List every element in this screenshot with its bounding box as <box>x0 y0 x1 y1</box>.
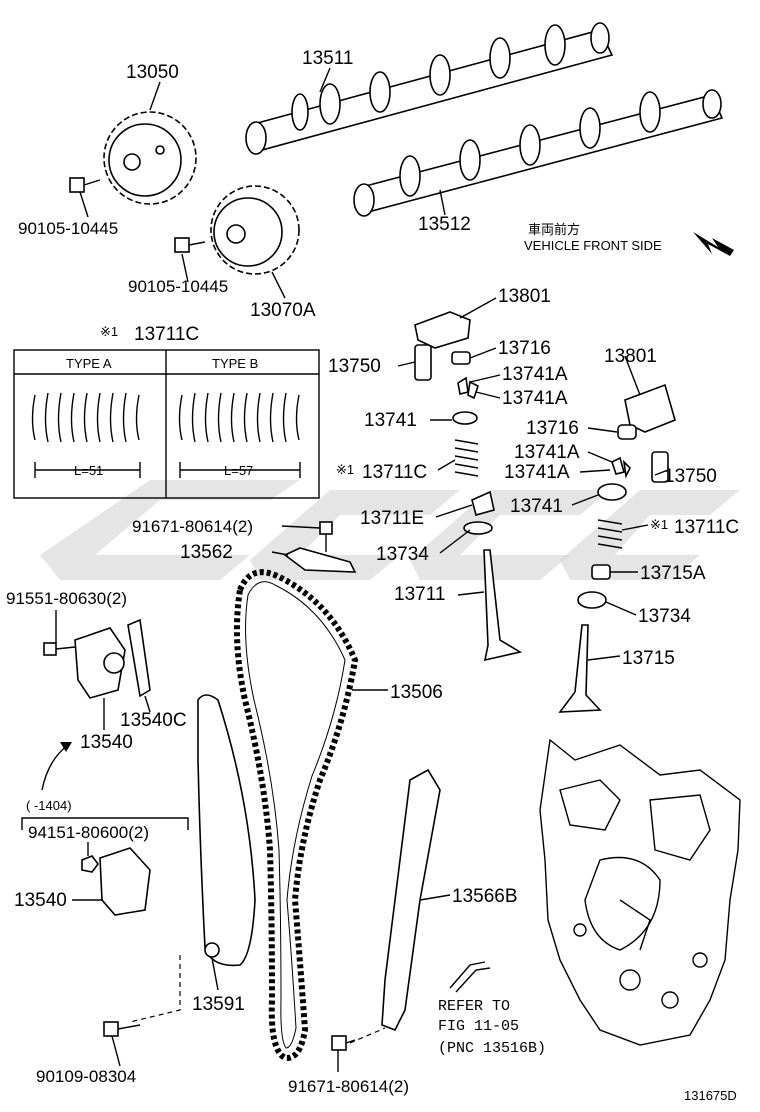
cam-timing-gear-13050 <box>103 111 197 205</box>
valve-keeper-13741a-right <box>611 456 631 479</box>
valve-spring-13711c-left <box>454 439 479 477</box>
lash-adjuster-13750-left <box>414 344 432 381</box>
front-direction-arrow-icon <box>693 232 734 256</box>
label-13750-right: 13750 <box>664 466 717 487</box>
camshaft-13512 <box>353 89 724 217</box>
note-mark-top: ※1 <box>100 324 118 339</box>
bolt-91671-bottom <box>331 1035 356 1051</box>
label-13741a-3: 13741A <box>514 442 580 463</box>
label-13540-lower: 13540 <box>14 890 67 911</box>
note-mark-right: ※1 <box>650 517 668 532</box>
cam-timing-gear-13070a <box>210 185 300 275</box>
label-vehicle-front-en: VEHICLE FRONT SIDE <box>524 238 662 253</box>
bolt-90105-a <box>69 177 101 193</box>
spring-type-b-coil <box>178 392 301 478</box>
label-13050: 13050 <box>126 62 179 83</box>
label-90109-08304: 90109-08304 <box>36 1067 136 1086</box>
valve-13715 <box>558 624 602 713</box>
label-13540-upper: 13540 <box>80 732 133 753</box>
nut-94151 <box>81 855 99 873</box>
label-13711c-mid: 13711C <box>362 462 427 483</box>
label-13715: 13715 <box>622 648 675 669</box>
label-13716-left: 13716 <box>498 338 551 359</box>
label-90105-10445-upper: 90105-10445 <box>18 219 118 238</box>
label-type-b: TYPE B <box>212 356 258 371</box>
engine-block-illustration <box>539 738 741 1046</box>
label-13801-left: 13801 <box>498 286 551 307</box>
spring-type-box <box>13 349 320 499</box>
label-13711c-top: 13711C <box>134 324 199 345</box>
label-91551-80630: 91551-80630(2) <box>6 589 127 608</box>
label-13562: 13562 <box>180 542 233 563</box>
valve-stem-cap-13716-left <box>451 351 471 365</box>
label-91671-80614-top: 91671-80614(2) <box>132 517 253 536</box>
label-13741a-4: 13741A <box>504 462 570 483</box>
spring-retainer-13741-right <box>597 483 627 501</box>
label-13591: 13591 <box>192 994 245 1015</box>
rocker-arm-13801-left <box>414 311 471 349</box>
label-13715a: 13715A <box>640 563 706 584</box>
spring-seat-13715a <box>591 564 611 580</box>
figure-id: 131675D <box>684 1088 737 1103</box>
label-90105-10445-lower: 90105-10445 <box>128 277 228 296</box>
label-13511: 13511 <box>302 48 353 69</box>
timing-chain-13506 <box>233 569 359 1062</box>
camshaft-13511 <box>245 22 614 155</box>
oil-pipe-refer <box>449 961 491 993</box>
label-13741-right: 13741 <box>510 496 563 517</box>
valve-stem-cap-13716-right <box>617 424 637 440</box>
label-13711: 13711 <box>394 584 445 605</box>
chain-damper-13566b <box>381 768 441 1032</box>
label-13070a: 13070A <box>250 300 316 321</box>
valve-seal-13734-right <box>577 591 607 609</box>
curved-arrow-icon <box>41 742 72 791</box>
label-refer-line3: (PNC 13516B) <box>438 1040 546 1057</box>
chain-slipper-guide-13591 <box>197 694 256 967</box>
label-length-b: L=57 <box>224 463 253 478</box>
label-length-a: L=51 <box>74 463 103 478</box>
spring-type-a-coil <box>31 392 141 478</box>
label-13711e: 13711E <box>360 508 424 529</box>
bolt-90105-b <box>174 237 206 253</box>
valve-seal-13734-left <box>463 521 493 535</box>
label-13750-left: 13750 <box>328 356 381 377</box>
valve-keeper-13741a-left <box>457 376 479 400</box>
spring-retainer-13741-left <box>452 411 478 425</box>
label-13716-right: 13716 <box>526 418 579 439</box>
label-13506: 13506 <box>390 682 443 703</box>
label-13801-right: 13801 <box>604 346 657 367</box>
label-13741-left: 13741 <box>364 410 417 431</box>
label-13512: 13512 <box>418 214 471 235</box>
label-13734-left: 13734 <box>376 544 429 565</box>
label-13741a-1: 13741A <box>502 364 568 385</box>
label-refer-line2: FIG 11-05 <box>438 1018 519 1035</box>
label-refer-line1: REFER TO <box>438 998 510 1015</box>
valve-spring-13711c-right <box>597 519 623 549</box>
bolt-91551 <box>43 642 76 656</box>
label-vehicle-front-jp: 車両前方 <box>528 222 580 237</box>
label-13741a-2: 13741A <box>502 388 568 409</box>
chain-tensioner-13540-lower <box>99 847 151 916</box>
label-range: ( -1404) <box>26 798 72 813</box>
chain-tensioner-13540-upper <box>74 627 126 699</box>
bolt-91671-top <box>319 521 333 552</box>
label-13566b: 13566B <box>452 886 518 907</box>
label-13734-right: 13734 <box>638 606 691 627</box>
chain-guide-13562 <box>283 547 357 573</box>
label-91671-80614-bottom: 91671-80614(2) <box>288 1077 409 1096</box>
valve-13711 <box>483 549 523 662</box>
note-mark-mid: ※1 <box>336 462 354 477</box>
bolt-90109 <box>103 1021 141 1037</box>
label-type-a: TYPE A <box>66 356 112 371</box>
label-94151-80600: 94151-80600(2) <box>28 823 149 842</box>
tensioner-gasket-13540c <box>127 618 151 698</box>
label-13711c-right: 13711C <box>674 517 739 538</box>
label-13540c: 13540C <box>120 710 187 731</box>
rocker-arm-13801-right <box>624 383 676 433</box>
spring-seat-13711e <box>471 490 495 516</box>
